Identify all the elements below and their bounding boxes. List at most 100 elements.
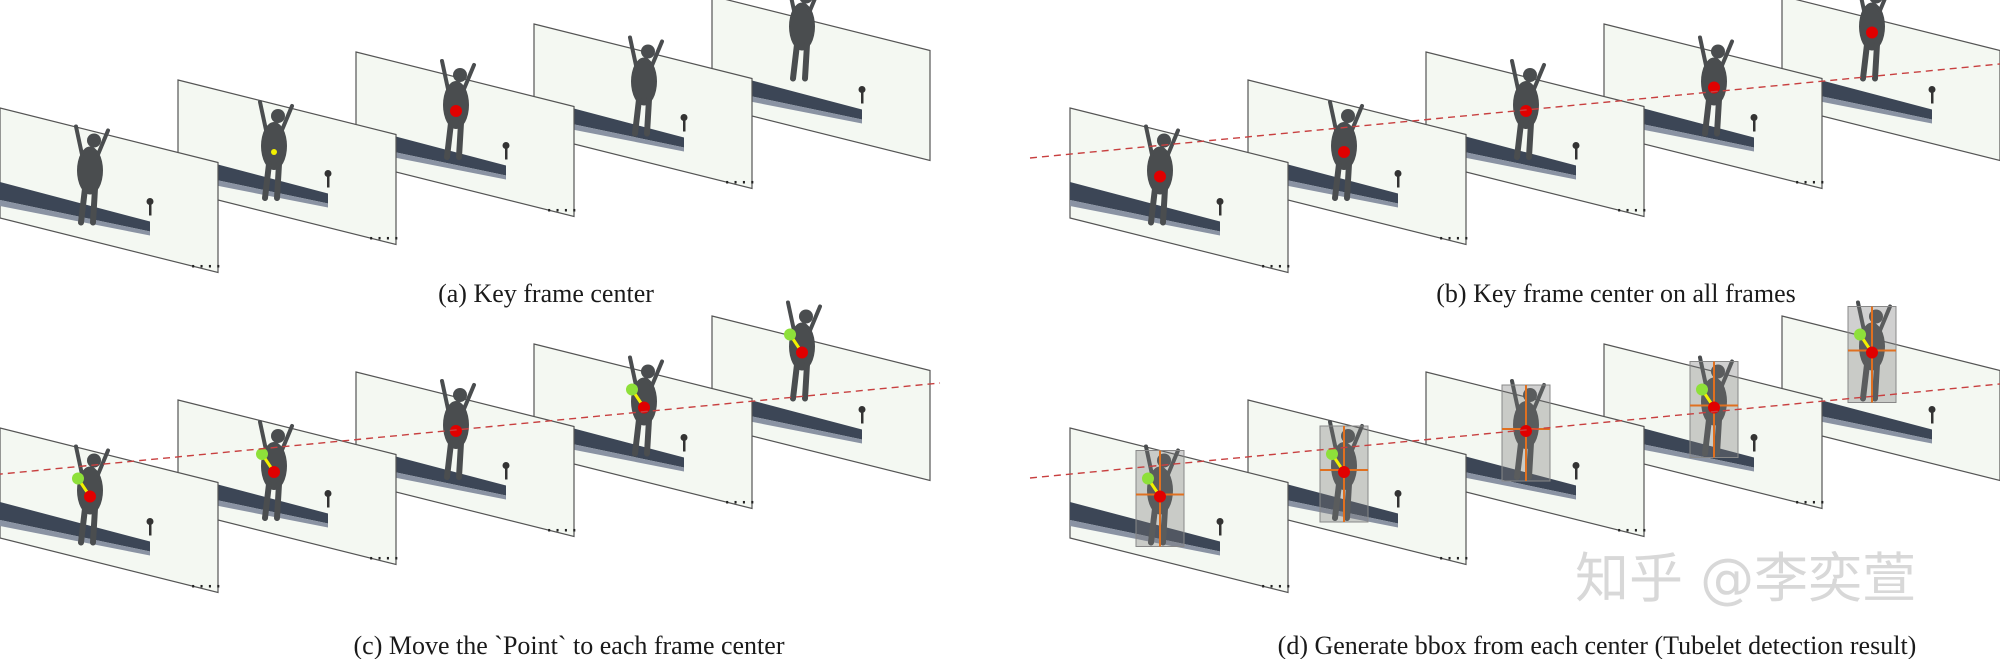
- frame-ellipsis: ....: [1794, 485, 1827, 509]
- panel-caption: (a) Key frame center: [438, 279, 654, 308]
- diver-figure-icon: [258, 100, 294, 201]
- moved-point-icon: [1326, 448, 1338, 460]
- diver-legs: [444, 440, 464, 480]
- frame-ellipsis: ....: [546, 193, 579, 217]
- center-point-icon: [1154, 170, 1166, 183]
- diver-arms: [1144, 124, 1180, 157]
- diver-head: [1341, 109, 1355, 123]
- diver-arms: [1698, 355, 1734, 388]
- platform-pole: [1575, 465, 1578, 480]
- frame-ellipsis: ....: [190, 249, 223, 273]
- diver-legs: [1514, 440, 1534, 480]
- diver-legs: [632, 96, 652, 137]
- diver-arms: [1859, 0, 1887, 13]
- diver-legs: [790, 41, 810, 82]
- frame-ellipsis: ....: [1616, 193, 1649, 217]
- diver-arms: [1144, 444, 1180, 477]
- platform-pole: [683, 437, 686, 452]
- platform-pole: [861, 409, 864, 424]
- platform-lamp: [1750, 114, 1758, 121]
- platform-pole: [1397, 173, 1400, 188]
- platform-lamp: [324, 490, 332, 497]
- platform-pole: [149, 201, 152, 216]
- video-frame-icon: [0, 427, 219, 594]
- platform-lamp: [502, 462, 510, 469]
- frame-ellipsis: ....: [1794, 165, 1827, 189]
- diver-legs: [1860, 41, 1880, 82]
- center-point-icon: [1338, 146, 1350, 158]
- video-frame-1: ....: [0, 107, 223, 274]
- diver-arms: [1510, 379, 1546, 411]
- center-point-icon: [268, 466, 280, 478]
- diver-arms: [786, 300, 822, 333]
- video-frame-1: ....: [1069, 107, 1293, 274]
- video-frame-icon: [0, 107, 219, 274]
- platform-lamp: [1394, 170, 1402, 177]
- diver-legs: [262, 161, 282, 201]
- diver-head: [799, 0, 813, 4]
- frame-ellipsis: ....: [724, 165, 757, 189]
- platform-lamp: [1572, 142, 1580, 149]
- center-point-icon: [450, 425, 462, 437]
- platform-lamp: [858, 86, 866, 93]
- frame-ellipsis: ....: [546, 513, 579, 537]
- diver-legs: [262, 481, 282, 521]
- panel-caption: (b) Key frame center on all frames: [1436, 279, 1795, 308]
- center-point-icon: [796, 346, 808, 359]
- diver-head: [87, 133, 101, 148]
- diver-arms: [1698, 35, 1734, 68]
- video-frame-2: ....: [177, 399, 399, 566]
- diver-arms: [74, 444, 110, 477]
- moved-point-icon: [626, 383, 638, 396]
- platform-pole: [505, 145, 508, 160]
- diver-legs: [1148, 185, 1168, 226]
- platform-pole: [1931, 409, 1934, 424]
- platform-lamp: [680, 114, 688, 121]
- diver-torso: [77, 146, 103, 195]
- platform-lamp: [858, 406, 866, 413]
- diver-head: [1711, 44, 1725, 59]
- platform-lamp: [1216, 198, 1224, 205]
- diver-head: [1523, 68, 1537, 82]
- platform-pole: [1753, 117, 1756, 132]
- diver-arms: [74, 124, 110, 157]
- diver-legs: [632, 416, 652, 457]
- video-frame-icon: [1069, 427, 1289, 594]
- diver-head: [271, 109, 285, 123]
- diver-legs: [1860, 361, 1880, 402]
- platform-pole: [1753, 437, 1756, 452]
- diver-legs: [1702, 96, 1722, 137]
- diving-platform-icon: [1070, 182, 1220, 232]
- moved-point-icon: [72, 472, 84, 485]
- video-frame-1: ....: [0, 427, 223, 594]
- video-frame-3: ....: [355, 371, 579, 538]
- diver-head: [1869, 0, 1883, 4]
- platform-lamp: [1750, 434, 1758, 441]
- platform-lamp: [146, 198, 154, 205]
- platform-lamp: [1216, 518, 1224, 525]
- center-point-icon: [450, 105, 462, 117]
- diver-torso: [789, 2, 815, 51]
- diver-legs: [78, 505, 98, 546]
- frame-ellipsis: ....: [1260, 249, 1293, 273]
- platform-pole: [861, 89, 864, 104]
- panel-b: (b) Key frame center on all frames......…: [1029, 0, 2000, 308]
- center-point-icon: [1866, 346, 1878, 359]
- center-point-icon: [1708, 401, 1720, 414]
- frame-ellipsis: ....: [1438, 221, 1471, 245]
- video-frame-icon: [1069, 107, 1289, 274]
- panel-caption: (d) Generate bbox from each center (Tube…: [1278, 631, 1917, 659]
- platform-lamp: [1928, 406, 1936, 413]
- diver-head: [453, 68, 467, 82]
- frame-ellipsis: ....: [190, 569, 223, 593]
- platform-edge: [1070, 200, 1220, 236]
- center-point-icon: [638, 401, 650, 414]
- diver-figure-icon: [1859, 0, 1887, 82]
- diver-arms: [628, 355, 664, 388]
- platform-pole: [1219, 201, 1222, 216]
- platform-pole: [505, 465, 508, 480]
- moved-point-icon: [1696, 383, 1708, 396]
- diver-figure-icon: [628, 35, 664, 137]
- center-point-icon: [1708, 81, 1720, 94]
- center-point-icon: [1520, 105, 1532, 117]
